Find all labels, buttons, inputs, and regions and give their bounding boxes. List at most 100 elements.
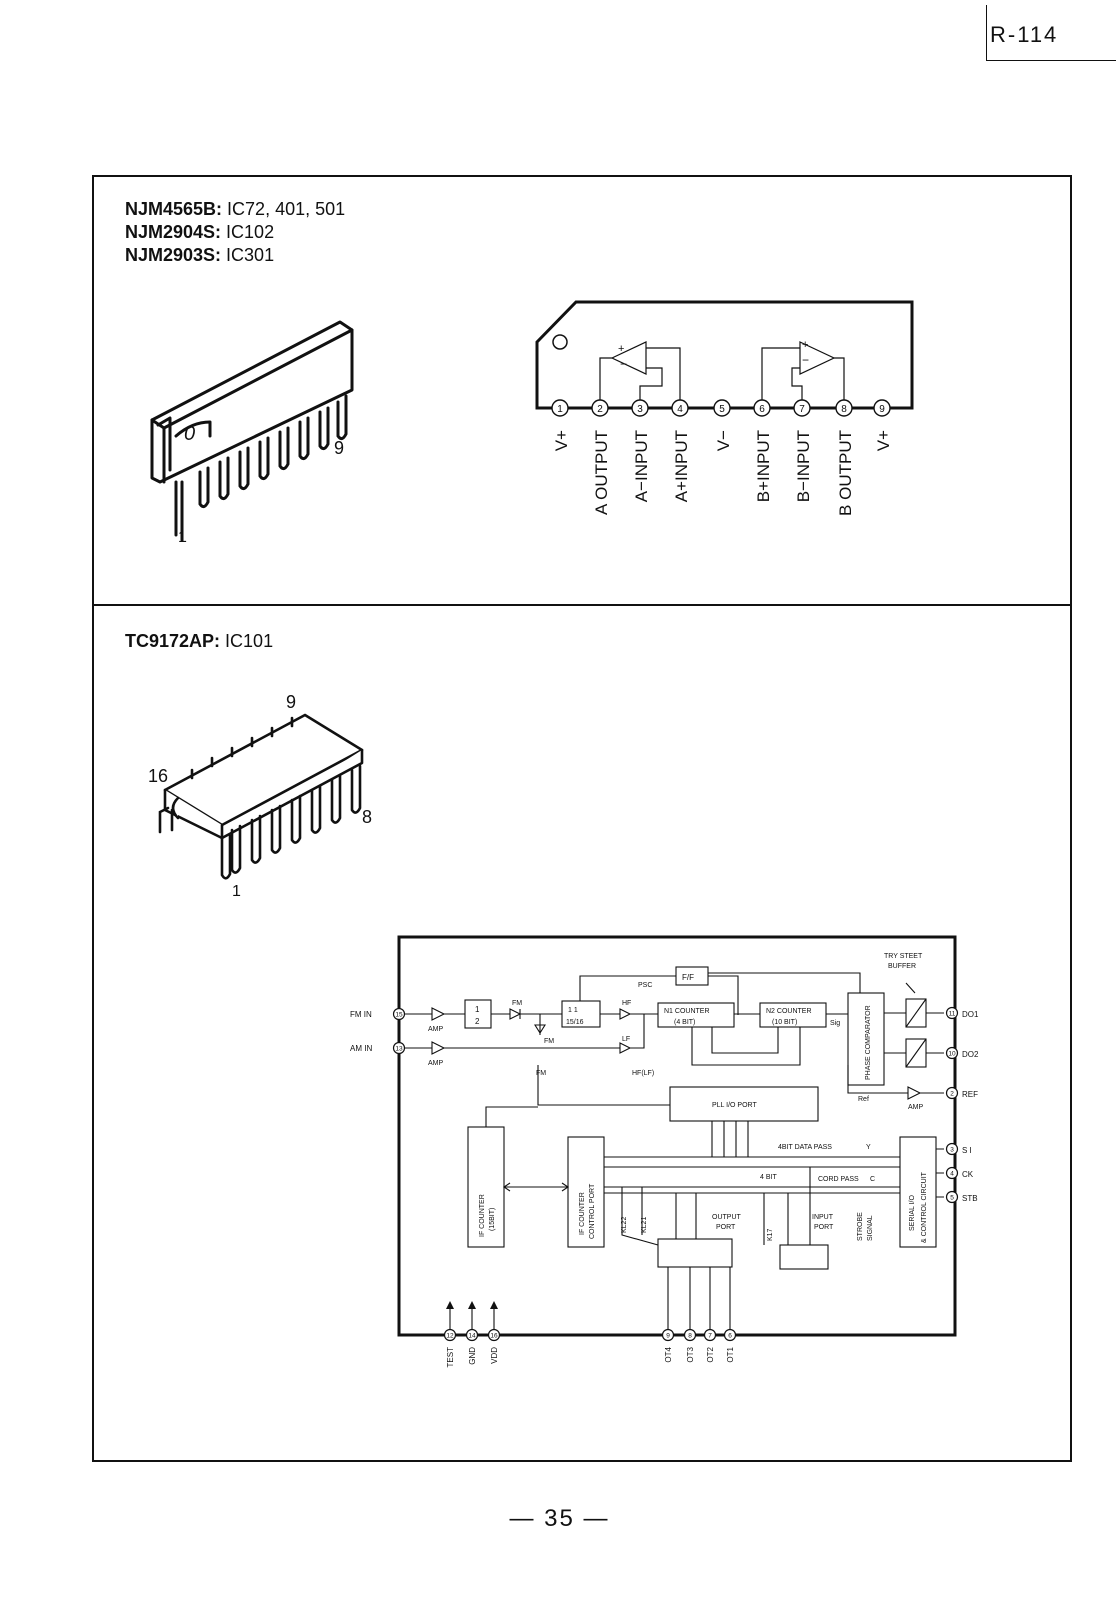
header-rule-vertical — [986, 5, 987, 60]
label-input-port-2: PORT — [814, 1224, 834, 1231]
opamp-a-plus: + — [618, 343, 624, 355]
opamp-pin-number-4: 4 — [677, 404, 683, 415]
output-port-box — [657, 1238, 733, 1268]
label-ck: CK — [962, 1170, 974, 1179]
label-lf: LF — [622, 1036, 630, 1043]
label-serial-io-1: SERIAL I/O — [909, 1195, 916, 1231]
sip-package-drawing: 0 9 1 — [150, 320, 354, 546]
opamp-pin-number-2: 2 — [597, 404, 603, 415]
label-output-port-2: PORT — [716, 1224, 736, 1231]
bottom-pin-number-9: 9 — [666, 1333, 670, 1340]
opamp-pin-label-5: V− — [714, 430, 733, 451]
opamp-pin-5 — [713, 399, 731, 417]
chip-pin-10 — [945, 1046, 959, 1060]
label-pll-io-port: PLL I/O PORT — [712, 1102, 757, 1109]
chip-pin-11 — [945, 1006, 959, 1020]
serial-io-box — [899, 1136, 937, 1248]
label-do2: DO2 — [962, 1050, 979, 1059]
label-hf: HF — [622, 1000, 631, 1007]
pin1-dot — [552, 334, 568, 350]
bottom-pin-6 — [723, 1328, 737, 1342]
label-stb: STB — [962, 1194, 978, 1203]
label-half-den: 2 — [475, 1017, 480, 1026]
chip-boundary — [397, 935, 957, 1337]
chip-pin-number-11: 11 — [949, 1011, 956, 1018]
label-data-pass-mark: Y — [866, 1144, 871, 1151]
label-psc: PSC — [638, 982, 652, 989]
bottom-pin-label-test: TEST — [446, 1347, 455, 1368]
phase-comparator-box — [847, 992, 885, 1086]
opamp-pin-2 — [591, 399, 609, 417]
label-div-num: 1 1 — [568, 1007, 578, 1014]
bottom-pin-label-ot3: OT3 — [686, 1346, 695, 1362]
label-n1-counter: N1 COUNTER — [664, 1008, 710, 1015]
bottom-pin-14 — [465, 1328, 479, 1342]
ic-list: NJM4565B: IC72, 401, 501 NJM2904S: IC102… — [125, 198, 345, 267]
ic-line-1: NJM4565B: IC72, 401, 501 — [125, 199, 346, 219]
bottom-pin-number-16: 16 — [490, 1333, 498, 1340]
page-number: — 35 — — [509, 1505, 610, 1532]
chip-pin-13 — [392, 1041, 406, 1055]
bottom-pin-number-12: 12 — [446, 1333, 454, 1340]
opamp-pin-number-8: 8 — [841, 404, 847, 415]
bottom-pin-7 — [703, 1328, 717, 1342]
label-if-ctrl-2: CONTROL PORT — [589, 1183, 596, 1239]
opamp-pin-4 — [671, 399, 689, 417]
opamp-pin-label-8: B OUTPUT — [836, 430, 855, 516]
opamp-pin-label-7: B−INPUT — [794, 430, 813, 502]
label-data-pass: 4BIT DATA PASS — [778, 1144, 832, 1151]
opamp-pin-label-1: V+ — [552, 430, 571, 451]
label-try-steet: TRY STEET — [884, 953, 923, 960]
opamp-pin-9 — [873, 399, 891, 417]
opamp-pin-7 — [793, 399, 811, 417]
label-fm-bar: FM — [544, 1038, 554, 1045]
label-fm-in: FM IN — [350, 1010, 372, 1019]
n1-counter-box — [657, 1002, 735, 1028]
chip-pin-number-5: 5 — [950, 1195, 954, 1202]
if-counter-control-box — [567, 1136, 605, 1248]
label-hf-lf: HF(LF) — [632, 1070, 654, 1077]
opamp-pin-8 — [835, 399, 853, 417]
label-fm-top: FM — [512, 1000, 522, 1007]
label-serial-io-2: & CONTROL CIRCUIT — [921, 1171, 928, 1243]
label-kl21: KL21 — [641, 1217, 648, 1233]
bottom-pin-label-ot2: OT2 — [706, 1346, 715, 1362]
label-half-num: 1 — [475, 1005, 480, 1014]
opamp-pin-number-3: 3 — [637, 404, 643, 415]
label-n1-bits: (4 BIT) — [674, 1019, 695, 1026]
chip-pin-number-13: 13 — [395, 1046, 403, 1053]
label-input-port-1: INPUT — [812, 1214, 834, 1221]
pll-io-port-box — [669, 1086, 819, 1122]
chip-pin-number-3: 3 — [950, 1147, 954, 1154]
pin1-marker: 0 — [184, 423, 195, 445]
label-if-counter: IF COUNTER — [479, 1194, 486, 1237]
opamp-pin-label-4: A+INPUT — [672, 430, 691, 502]
label-if-ctrl-1: IF COUNTER — [579, 1192, 586, 1235]
chip-pin-5 — [945, 1190, 959, 1204]
label-buffer: BUFFER — [888, 963, 916, 970]
label-cord-pass-mark: C — [870, 1176, 875, 1183]
bottom-pin-label-ot1: OT1 — [726, 1346, 735, 1362]
label-kl22: KL22 — [621, 1217, 628, 1233]
label-strobe-1: STROBE — [857, 1212, 864, 1241]
dip-pin-label-1: 1 — [232, 883, 241, 900]
opamp-pin-label-9: V+ — [874, 430, 893, 451]
header-rule-horizontal — [986, 60, 1116, 61]
label-do1: DO1 — [962, 1010, 979, 1019]
opamp-a-minus: − — [620, 357, 627, 371]
label-si: S I — [962, 1146, 972, 1155]
opamp-pin-3 — [631, 399, 649, 417]
ic-line-3: NJM2903S: IC301 — [125, 245, 275, 265]
label-fm-mid: FM — [536, 1070, 546, 1077]
sip-pin-label-1: 1 — [178, 529, 187, 546]
bottom-pin-16 — [487, 1328, 501, 1342]
page-code: R-114 — [990, 22, 1059, 47]
input-port-box — [779, 1244, 829, 1270]
opamp-pin-number-1: 1 — [557, 404, 563, 415]
bottom-pin-number-7: 7 — [708, 1333, 712, 1340]
chip-pin-15 — [392, 1007, 406, 1021]
label-amp-ref: AMP — [908, 1104, 924, 1111]
opamp-pin-label-6: B+INPUT — [754, 430, 773, 502]
label-ref: REF — [962, 1090, 978, 1099]
